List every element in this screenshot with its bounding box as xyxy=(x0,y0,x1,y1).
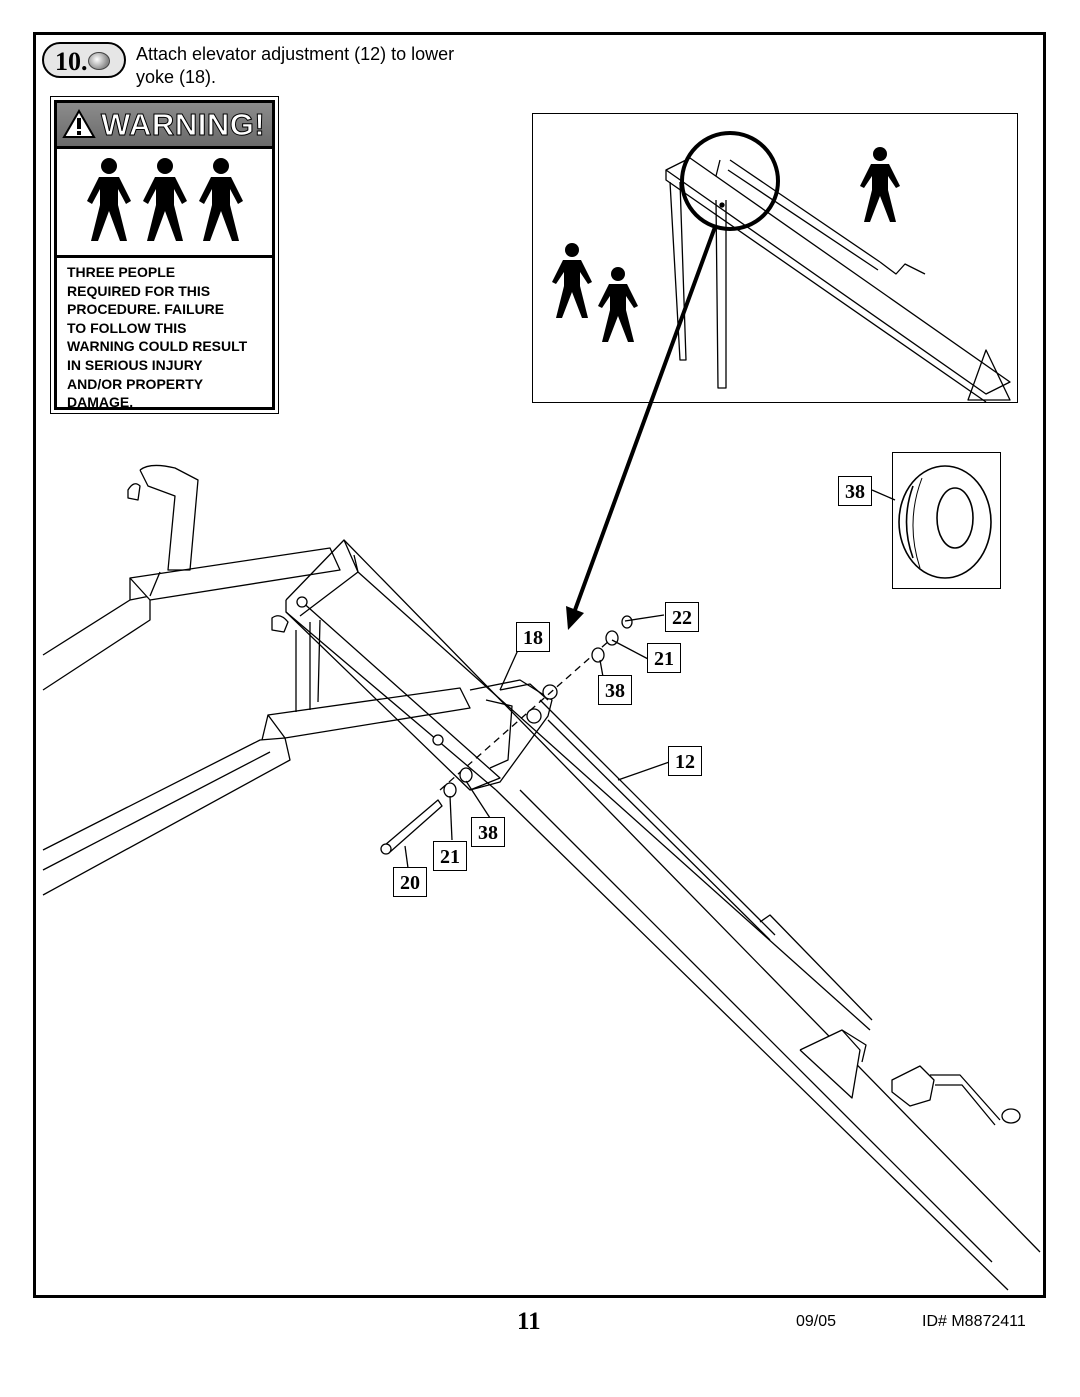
step-instruction: Attach elevator adjustment (12) to lower… xyxy=(136,44,455,87)
callout-part-38-left: 38 xyxy=(471,817,505,847)
step-badge: 10. xyxy=(42,42,126,78)
person-icon xyxy=(143,158,187,241)
callout-part-18: 18 xyxy=(516,622,550,652)
page-frame xyxy=(33,32,1046,1298)
overview-inset xyxy=(532,113,1018,403)
main-assembly xyxy=(42,464,1041,1291)
person-icon xyxy=(199,158,243,241)
callout-washer-detail: 38 xyxy=(838,476,872,506)
warning-line: REQUIRED FOR THIS xyxy=(67,282,211,299)
callout-part-22: 22 xyxy=(665,602,699,632)
page-number: 11 xyxy=(517,1308,541,1335)
warning-line: AND/OR PROPERTY xyxy=(67,375,204,392)
callout-part-38-right: 38 xyxy=(598,675,632,705)
warning-triangle-icon xyxy=(62,109,96,138)
warning-line: PROCEDURE. FAILURE xyxy=(67,301,225,318)
callout-part-21-right: 21 xyxy=(647,643,681,673)
overview-figure xyxy=(552,131,1011,403)
bolt-icon xyxy=(88,52,110,70)
warning-line: DAMAGE. xyxy=(67,394,134,411)
warning-panel: WARNING! THREE PEOPLE REQUIRED FOR xyxy=(50,96,279,414)
warning-line: THREE PEOPLE xyxy=(67,264,176,280)
warning-line: TO FOLLOW THIS xyxy=(67,319,187,336)
revision-date: 09/05 xyxy=(796,1313,837,1330)
warning-header: WARNING! xyxy=(57,103,272,149)
callout-part-12: 12 xyxy=(668,746,702,776)
washer-detail-box xyxy=(892,452,1001,589)
warning-line: IN SERIOUS INJURY xyxy=(67,356,203,373)
callout-part-21-left: 21 xyxy=(433,841,467,871)
callout-part-20: 20 xyxy=(393,867,427,897)
three-people-pictogram xyxy=(57,149,272,258)
warning-line: WARNING COULD RESULT xyxy=(67,338,248,355)
warning-title: WARNING! xyxy=(100,107,266,143)
warning-text: THREE PEOPLE REQUIRED FOR THIS PROCEDURE… xyxy=(67,263,266,412)
person-icon xyxy=(87,158,131,241)
washer-icon xyxy=(898,465,992,579)
step-number: 10. xyxy=(55,47,88,76)
document-id: ID# M8872411 xyxy=(922,1313,1026,1330)
